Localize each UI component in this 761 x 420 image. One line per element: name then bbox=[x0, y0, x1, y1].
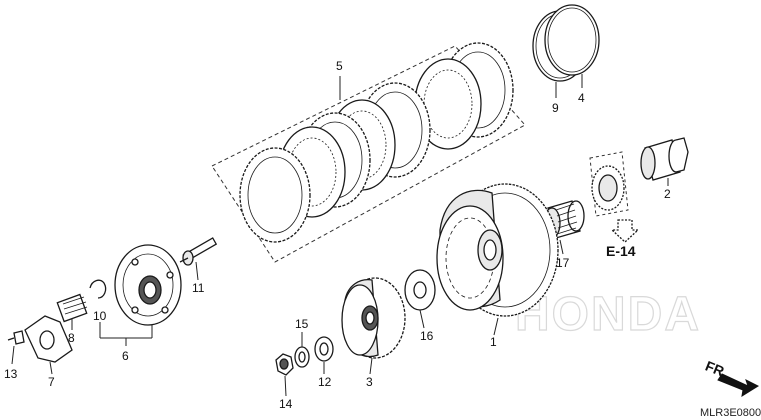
label-part-16: 16 bbox=[420, 329, 434, 343]
flange-bolt bbox=[7, 330, 25, 345]
front-direction-arrow bbox=[717, 373, 760, 398]
label-part-1: 1 bbox=[490, 335, 497, 349]
clutch-center bbox=[341, 277, 406, 359]
thrust-washer bbox=[404, 269, 436, 311]
label-part-7: 7 bbox=[48, 375, 55, 389]
lock-nut bbox=[275, 353, 294, 376]
label-part-11: 11 bbox=[192, 281, 205, 295]
diagram-code: MLR3E0800 bbox=[700, 407, 761, 419]
leader-lines bbox=[11, 74, 669, 397]
label-part-17: 17 bbox=[556, 256, 570, 270]
clutch-outer bbox=[436, 183, 559, 317]
clutch-plate-stack bbox=[239, 42, 514, 243]
label-part-15: 15 bbox=[295, 317, 309, 331]
clutch-lifter-plate bbox=[24, 315, 73, 363]
clutch-spring bbox=[56, 293, 88, 323]
label-part-13: 13 bbox=[4, 367, 18, 381]
pressure-plate bbox=[114, 244, 182, 326]
label-part-14: 14 bbox=[279, 397, 293, 411]
set-ring bbox=[89, 279, 107, 299]
lock-washer bbox=[314, 336, 334, 362]
oil-pump-drive-sprocket bbox=[591, 165, 625, 211]
label-part-2: 2 bbox=[664, 187, 671, 201]
reference-label: E-14 bbox=[606, 243, 636, 259]
judder-spring-ring bbox=[544, 4, 600, 76]
reference-arrow bbox=[610, 219, 640, 243]
label-part-6: 6 bbox=[122, 349, 129, 363]
label-part-4: 4 bbox=[578, 91, 585, 105]
watermark-text: HONDA bbox=[515, 288, 701, 341]
clutch-outer-guide bbox=[640, 137, 689, 181]
label-part-10: 10 bbox=[93, 309, 107, 323]
detail-box bbox=[589, 151, 629, 217]
friction-plate bbox=[239, 147, 311, 243]
spring-washer bbox=[294, 346, 310, 368]
label-part-9: 9 bbox=[552, 101, 559, 115]
label-part-8: 8 bbox=[68, 331, 75, 345]
clutch-lifter-rod bbox=[179, 237, 218, 266]
label-part-5: 5 bbox=[336, 59, 343, 73]
label-part-3: 3 bbox=[366, 375, 373, 389]
label-part-12: 12 bbox=[318, 375, 332, 389]
front-direction-label: FR. bbox=[703, 358, 730, 381]
